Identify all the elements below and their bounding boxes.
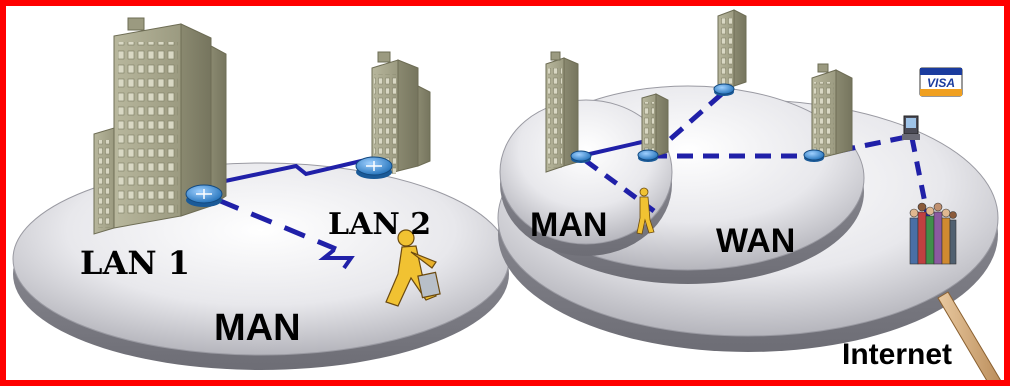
- network-diagram: VISA LAN 1 LAN 2 MAN MAN WAN Internet: [12, 9, 1002, 380]
- link-lan1-lan2: [210, 156, 375, 186]
- building-wan-right: [811, 63, 853, 161]
- router-man-right-1: [570, 150, 592, 163]
- label-wan: WAN: [716, 222, 795, 260]
- link-lan1-mobile: [217, 197, 355, 270]
- mobile-user-small-icon: [636, 187, 655, 235]
- building-man-right-1: [545, 51, 579, 173]
- pole-graphic: [937, 291, 1002, 380]
- visa-card-icon: VISA: [919, 67, 963, 97]
- link-man-wan-internet: [580, 90, 931, 219]
- building-lan2: [371, 51, 431, 179]
- payment-terminal-icon: [902, 115, 920, 140]
- label-lan1: LAN 1: [80, 244, 190, 282]
- label-man-left: MAN: [214, 307, 301, 349]
- label-internet: Internet: [842, 338, 952, 371]
- man-disk-right: [499, 99, 673, 256]
- mobile-user-icon: [385, 229, 441, 307]
- router-wan-right: [803, 149, 825, 162]
- label-lan2: LAN 2: [328, 207, 431, 242]
- label-man-right: MAN: [530, 206, 607, 244]
- router-wan-top: [713, 83, 735, 96]
- building-man-right-2: [641, 93, 669, 161]
- visa-text: VISA: [927, 76, 955, 90]
- router-man-right-2: [637, 149, 659, 162]
- router-lan2: [355, 156, 393, 179]
- building-wan-top: [717, 9, 747, 93]
- router-lan1: [185, 184, 223, 207]
- building-lan1: [93, 17, 227, 235]
- crowd-icon: [909, 202, 957, 265]
